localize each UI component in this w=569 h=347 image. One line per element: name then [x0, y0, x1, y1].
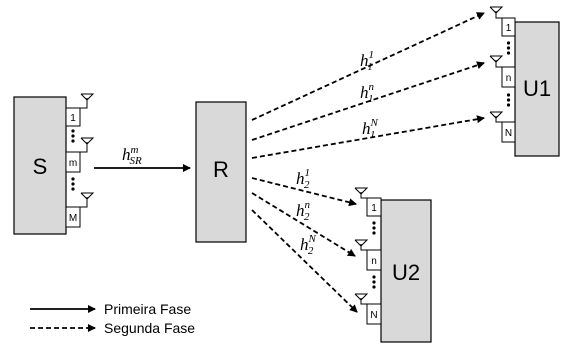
link-r-u1-1: [251, 12, 485, 121]
user1-label: U1: [523, 76, 551, 101]
user1-node: U1: [514, 21, 560, 157]
antenna-icon: [489, 6, 504, 19]
user2-port-N: [366, 303, 382, 325]
user2-port-1: [366, 197, 382, 217]
legend-first-phase: Primeira Fase: [104, 301, 191, 317]
user2-label: U2: [392, 260, 420, 285]
user1-port-label-n: n: [506, 73, 512, 84]
user2-antenna-array: 1 n N: [354, 187, 382, 325]
antenna-icon: [80, 137, 95, 153]
antenna-icon: [489, 55, 504, 68]
source-port-label-m: m: [69, 158, 77, 169]
link-r-u1-n: [251, 61, 485, 141]
antenna-icon: [354, 293, 369, 305]
source-port-label-1: 1: [70, 113, 76, 124]
antenna-icon: [80, 93, 95, 109]
relay-node: R: [195, 101, 247, 243]
antenna-icon: [489, 111, 504, 123]
antenna-icon: [354, 239, 369, 251]
user1-port-n: [501, 66, 516, 88]
source-label: S: [33, 154, 48, 179]
user2-port-label-n: n: [371, 256, 377, 267]
user1-port-label-N: N: [505, 128, 512, 139]
user1-antenna-array: 1 n N: [489, 6, 516, 143]
source-port-M: [65, 206, 81, 228]
source-port-1: [65, 107, 81, 127]
legend-second-phase: Segunda Fase: [104, 320, 195, 336]
source-port-m: [65, 151, 81, 173]
link-r-u2-n: [251, 192, 356, 257]
user2-port-label-N: N: [370, 310, 377, 321]
link-r-u2-N: [251, 209, 358, 313]
link-r-u2-1: [251, 177, 357, 207]
source-antenna-array: 1 m M: [65, 93, 95, 228]
source-node: S: [13, 96, 67, 235]
user2-port-n: [366, 249, 382, 271]
user1-port-label-1: 1: [506, 23, 512, 34]
user1-port-1: [501, 17, 516, 37]
link-r-u1-N: [251, 115, 485, 159]
antenna-icon: [80, 192, 95, 208]
antenna-icon: [354, 187, 369, 199]
user2-node: U2: [380, 199, 432, 343]
legend: Primeira Fase Segunda Fase: [30, 301, 195, 336]
user1-port-N: [501, 121, 516, 143]
relay-label: R: [213, 157, 229, 182]
user2-port-label-1: 1: [371, 203, 377, 214]
source-port-label-M: M: [69, 213, 77, 224]
